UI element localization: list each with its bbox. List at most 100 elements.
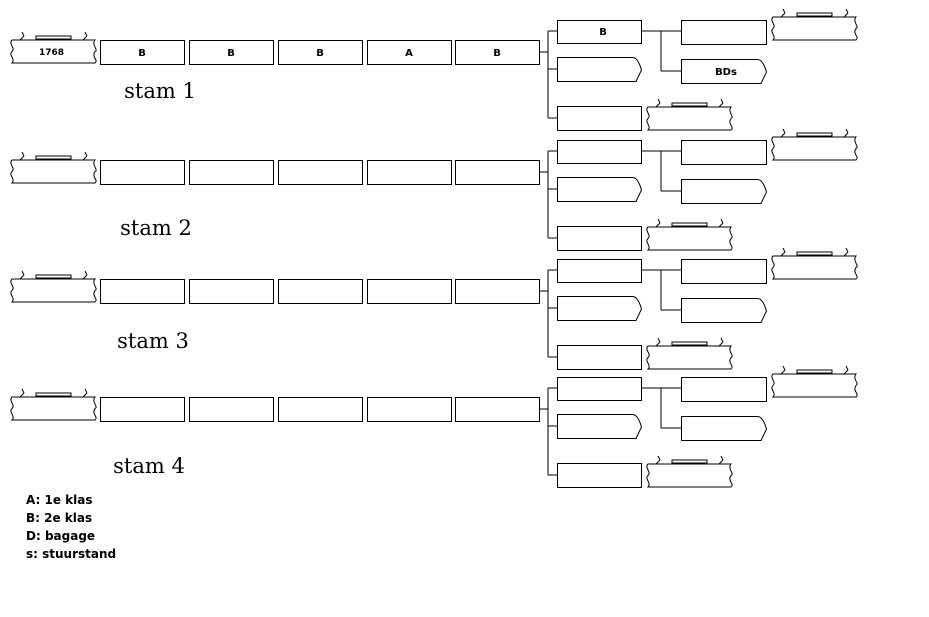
stem-label: stam 4 (113, 454, 185, 478)
sub-car-1 (681, 259, 767, 284)
main-car-5 (455, 40, 540, 65)
sub-car-1 (681, 20, 767, 45)
loco-roof (671, 459, 708, 464)
pantograph-right (82, 274, 88, 280)
sub-car-1 (681, 377, 767, 402)
pantograph-right (843, 132, 849, 138)
sub-car-1 (681, 140, 767, 165)
loco-roof (35, 392, 72, 397)
loco-body (646, 226, 733, 251)
loco-body (771, 136, 858, 161)
loco-number: 1768 (39, 48, 64, 58)
pantograph-left (780, 369, 786, 375)
loco-body (10, 39, 97, 64)
pantograph-right (718, 459, 724, 465)
pantograph-left-arm (657, 98, 661, 104)
sub-car-2 (681, 298, 768, 323)
main-car-1 (100, 40, 185, 65)
branch-car-1 (557, 377, 642, 401)
branch-car-label: B (599, 27, 607, 38)
loco-body (646, 345, 733, 370)
loco-roof (796, 251, 833, 256)
main-locomotive (10, 388, 97, 421)
main-car-3 (278, 40, 363, 65)
pantograph-right (718, 102, 724, 108)
main-car-2 (189, 160, 274, 185)
branch-car-2 (557, 57, 643, 82)
branch-car-3 (557, 463, 642, 488)
main-locomotive (10, 151, 97, 184)
pantograph-right-arm (720, 337, 724, 343)
main-car-label: A (405, 48, 413, 59)
main-car-2 (189, 40, 274, 65)
main-car-2 (189, 279, 274, 304)
branch-car-3 (557, 106, 642, 131)
main-car-5 (455, 397, 540, 422)
pantograph-left-arm (782, 247, 786, 253)
pantograph-right-arm (845, 365, 849, 371)
branch-locomotive (646, 218, 733, 251)
main-locomotive: 1768 (10, 31, 97, 64)
pantograph-left-arm (782, 365, 786, 371)
pantograph-right-arm (845, 8, 849, 14)
main-car-3 (278, 397, 363, 422)
pantograph-right (82, 155, 88, 161)
branch-car-2 (557, 296, 643, 321)
main-car-label: B (227, 48, 235, 59)
sub-locomotive (771, 8, 858, 41)
branch-locomotive (646, 337, 733, 370)
branch-car-2 (557, 177, 643, 202)
sub-locomotive (771, 365, 858, 398)
sub-car-2 (681, 416, 768, 441)
loco-body (646, 463, 733, 488)
loco-body (10, 396, 97, 421)
pantograph-right-arm (84, 151, 88, 157)
pantograph-right-arm (84, 270, 88, 276)
loco-roof (671, 341, 708, 346)
pantograph-left (780, 12, 786, 18)
sub-car-label: BDs (715, 67, 737, 78)
stem-label: stam 2 (120, 216, 192, 240)
main-car-4 (367, 397, 452, 422)
main-car-1 (100, 160, 185, 185)
pantograph-left-arm (21, 31, 25, 37)
main-locomotive (10, 270, 97, 303)
main-car-4 (367, 279, 452, 304)
pantograph-left (19, 274, 25, 280)
branch-car-2 (557, 414, 643, 439)
pantograph-left-arm (657, 337, 661, 343)
pantograph-left (655, 102, 661, 108)
branch-car-1 (557, 259, 642, 283)
loco-body (771, 373, 858, 398)
loco-roof (671, 102, 708, 107)
pantograph-left (780, 251, 786, 257)
loco-roof (796, 132, 833, 137)
loco-roof (35, 274, 72, 279)
loco-roof (796, 369, 833, 374)
pantograph-right-arm (84, 31, 88, 37)
pantograph-right (843, 12, 849, 18)
pantograph-right-arm (84, 388, 88, 394)
loco-body (10, 159, 97, 184)
loco-roof (796, 12, 833, 17)
main-car-label: B (493, 48, 501, 59)
stem-2: stam 2 (10, 128, 858, 251)
pantograph-left-arm (657, 455, 661, 461)
pantograph-right-arm (720, 218, 724, 224)
pantograph-left (655, 341, 661, 347)
stem-3: stam 3 (10, 247, 858, 370)
pantograph-right (843, 251, 849, 257)
loco-body (771, 255, 858, 280)
legend: A: 1e klas B: 2e klas D: bagage s: stuur… (26, 491, 116, 563)
main-car-label: B (316, 48, 324, 59)
pantograph-left (19, 392, 25, 398)
pantograph-right-arm (845, 128, 849, 134)
branch-car-1 (557, 20, 642, 44)
pantograph-right (843, 369, 849, 375)
pantograph-left-arm (21, 151, 25, 157)
main-car-3 (278, 279, 363, 304)
loco-body (771, 16, 858, 41)
branch-locomotive (646, 98, 733, 131)
